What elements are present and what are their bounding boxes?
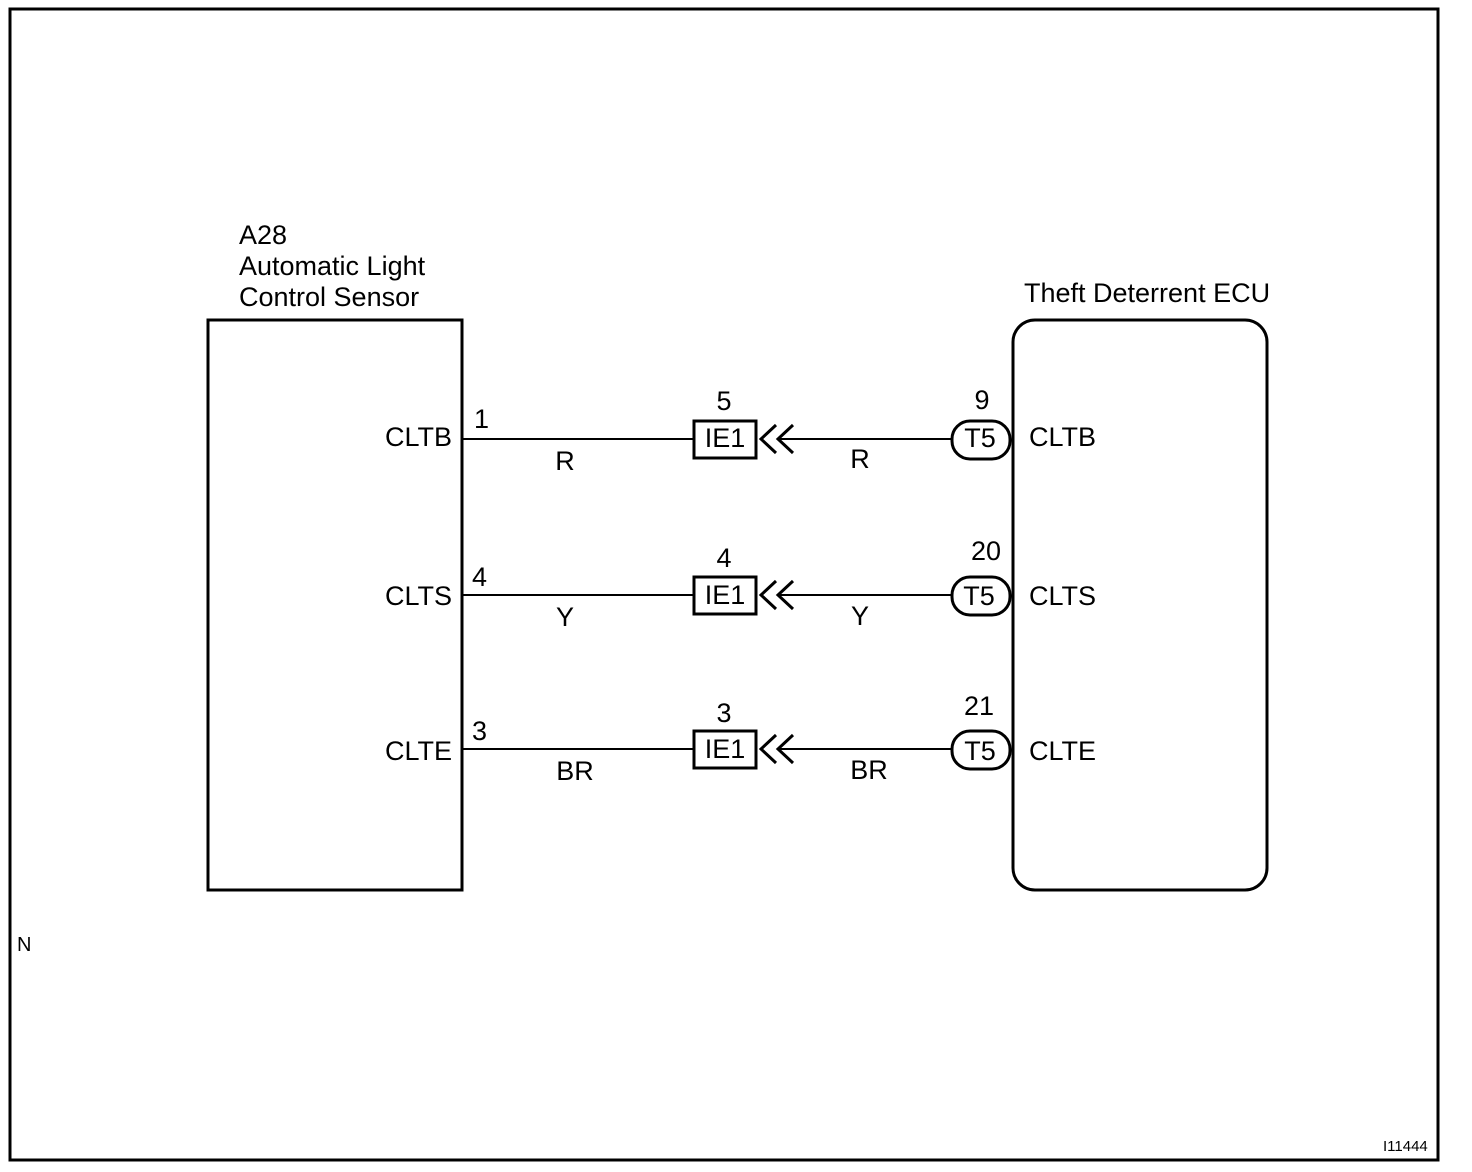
sensor-pin-number: 3 — [472, 716, 487, 746]
ecu-box — [1011, 318, 1269, 892]
sensor-name-line2: Control Sensor — [239, 282, 419, 312]
sensor-name-line1: Automatic Light — [239, 251, 426, 281]
wire-color-left: R — [555, 446, 575, 476]
ecu-connector-pill — [950, 575, 1012, 617]
wire-color-left: BR — [556, 756, 594, 786]
diagram-frame — [8, 7, 1440, 1162]
ecu-pin-number: 20 — [971, 536, 1001, 566]
ecu-connector-pill — [950, 729, 1012, 771]
corner-mark: N — [17, 934, 31, 956]
junction-connector-box — [692, 419, 758, 460]
circuit-clte: CLTE 3 BR 3 IE1 BR 21 T5 CLTE — [385, 691, 1096, 786]
wire-color-right: Y — [851, 601, 869, 631]
circuit-cltb: CLTB 1 R 5 IE1 R 9 T5 CLTB — [385, 385, 1096, 476]
ecu-connector-label: T5 — [963, 581, 995, 611]
sensor-code: A28 — [239, 220, 287, 250]
junction-pin-number: 5 — [716, 386, 731, 416]
junction-pin-number: 3 — [716, 698, 731, 728]
wire-color-right: R — [850, 444, 870, 474]
junction-connector-box — [692, 729, 758, 770]
ecu-connector-pill — [950, 419, 1012, 461]
circuit-clts: CLTS 4 Y 4 IE1 Y 20 T5 CLTS — [385, 536, 1096, 632]
sensor-pin-number: 1 — [474, 404, 489, 434]
junction-pin-number: 4 — [716, 543, 731, 573]
junction-connector-label: IE1 — [705, 580, 746, 610]
junction-connector-label: IE1 — [705, 423, 746, 453]
ecu-pin-number: 21 — [964, 691, 994, 721]
sensor-terminal-label: CLTE — [385, 736, 452, 766]
sensor-box — [206, 318, 464, 892]
junction-connector-box — [692, 575, 758, 616]
ecu-pin-number: 9 — [974, 385, 989, 415]
wire-color-left: Y — [556, 602, 574, 632]
ecu-terminal-label: CLTE — [1029, 736, 1096, 766]
ecu-connector-label: T5 — [964, 736, 996, 766]
ecu-name: Theft Deterrent ECU — [1024, 278, 1270, 308]
ecu-terminal-label: CLTS — [1029, 581, 1096, 611]
junction-connector-label: IE1 — [705, 734, 746, 764]
wire-color-right: BR — [850, 755, 888, 785]
sensor-pin-number: 4 — [472, 562, 487, 592]
sensor-terminal-label: CLTB — [385, 422, 452, 452]
figure-id: I11444 — [1383, 1138, 1428, 1155]
sensor-terminal-label: CLTS — [385, 581, 452, 611]
ecu-terminal-label: CLTB — [1029, 422, 1096, 452]
ecu-connector-label: T5 — [964, 423, 996, 453]
